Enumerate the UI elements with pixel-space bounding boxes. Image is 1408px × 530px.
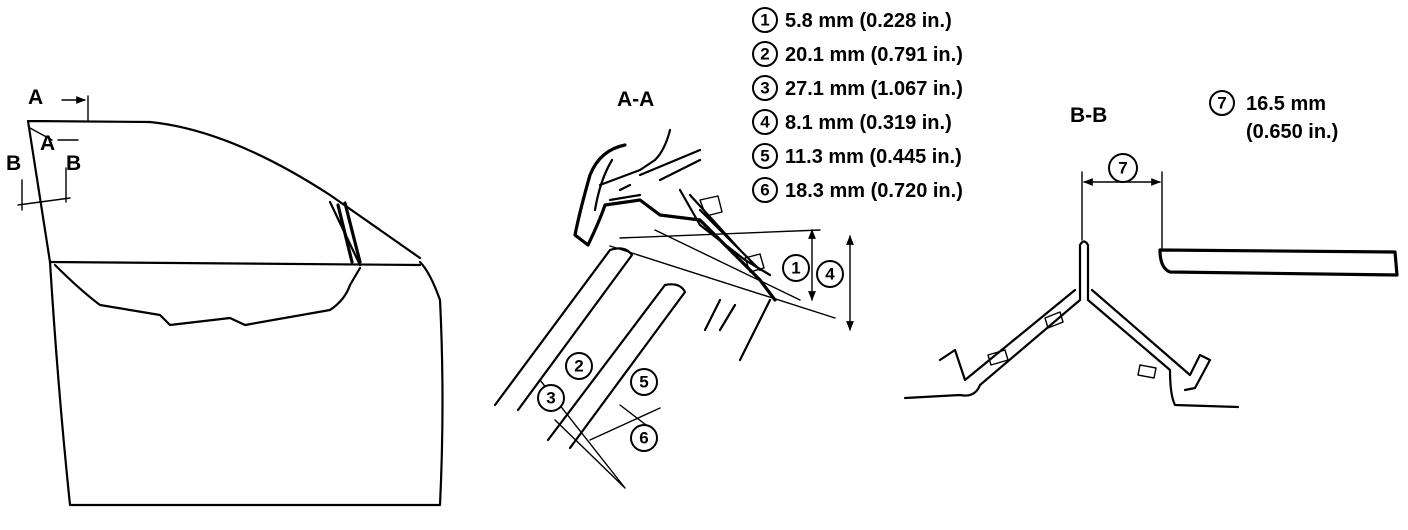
- section-a-marker: [61, 96, 88, 123]
- label-a-top: A: [28, 86, 43, 109]
- spec-row: 6 18.3 mm (0.720 in.): [752, 177, 963, 203]
- spec-7-line2: (0.650 in.): [1246, 121, 1338, 143]
- spec-row-value: 8.1 mm (0.319 in.): [785, 112, 952, 134]
- section-aa: A-A 1 4 2 3: [493, 88, 854, 489]
- callout-4: 4: [816, 260, 844, 288]
- roof-molding: [1158, 248, 1399, 277]
- callout-6: 6: [630, 424, 658, 452]
- spec-row-num: 3: [760, 79, 769, 98]
- spec-row: 2 20.1 mm (0.791 in.): [752, 41, 963, 67]
- svg-text:5: 5: [639, 373, 648, 392]
- spec-row-num: 6: [760, 181, 769, 200]
- svg-text:1: 1: [791, 259, 800, 278]
- spec-row: 3 27.1 mm (1.067 in.): [752, 75, 963, 101]
- label-b-left: B: [6, 152, 21, 175]
- spec-row: 5 11.3 mm (0.445 in.): [752, 143, 962, 169]
- spec-row-value: 18.3 mm (0.720 in.): [785, 180, 963, 202]
- glass-pane-outer: [493, 247, 634, 412]
- section-bb-title: B-B: [1070, 104, 1107, 127]
- spec-row-value: 20.1 mm (0.791 in.): [785, 44, 963, 66]
- label-a-mid: A: [40, 132, 55, 155]
- spec-row-value: 27.1 mm (1.067 in.): [785, 78, 963, 100]
- weatherstrip-inner: [593, 128, 702, 212]
- spec-row-num: 2: [760, 45, 769, 64]
- spec-row-value: 5.8 mm (0.228 in.): [785, 10, 952, 32]
- svg-text:3: 3: [546, 389, 555, 408]
- glass-run-channel: [703, 298, 772, 362]
- spec-list: 1 5.8 mm (0.228 in.) 2 20.1 mm (0.791 in.) 3…: [752, 7, 963, 203]
- spec-row-value: 11.3 mm (0.445 in.): [785, 146, 962, 168]
- door-sash-channel: [658, 158, 772, 277]
- spec-row-num: 4: [760, 113, 770, 132]
- roof-rail-clips: [987, 311, 1157, 379]
- spec-7: 7 16.5 mm (0.650 in.): [1209, 90, 1338, 143]
- label-b-right: B: [66, 152, 81, 175]
- door-belt-line: [48, 260, 422, 267]
- callout-2: 2: [565, 352, 593, 380]
- spec-7-line1: 16.5 mm: [1246, 93, 1326, 115]
- section-aa-title: A-A: [617, 88, 654, 111]
- weatherstrip-profile: [573, 143, 777, 302]
- glass-pane-inner: [546, 283, 687, 450]
- door-inner-trim: [53, 263, 362, 327]
- callout-7: 7: [1108, 153, 1138, 183]
- dim-ref-line-1: [609, 229, 836, 319]
- svg-text:2: 2: [574, 357, 583, 376]
- spec-row: 4 8.1 mm (0.319 in.): [752, 109, 952, 135]
- spec-row-num: 1: [760, 11, 769, 30]
- callout-1: 1: [782, 254, 810, 282]
- door-window-channel: [336, 201, 362, 264]
- dim-ref-line-2: [539, 379, 661, 489]
- sash-clip: [699, 195, 765, 273]
- door-window-frame: [26, 119, 422, 267]
- svg-text:6: 6: [639, 429, 648, 448]
- svg-text:7: 7: [1118, 159, 1127, 178]
- section-bb: B-B 7 7 16.5 mm (0.650 in.): [903, 90, 1399, 409]
- callout-5: 5: [630, 368, 658, 396]
- door-view: A A B B: [6, 86, 444, 507]
- section-b-marker: [17, 167, 71, 211]
- section-a-marker-lower: [29, 127, 79, 141]
- spec-7-num: 7: [1217, 94, 1226, 113]
- roof-rail-profile: [903, 240, 1240, 409]
- callout-3: 3: [537, 384, 565, 412]
- door-outer-panel: [48, 260, 444, 507]
- spec-row: 1 5.8 mm (0.228 in.): [752, 7, 952, 33]
- svg-text:4: 4: [825, 265, 835, 284]
- roof-rail-inner: [938, 288, 1212, 392]
- spec-row-num: 5: [760, 147, 769, 166]
